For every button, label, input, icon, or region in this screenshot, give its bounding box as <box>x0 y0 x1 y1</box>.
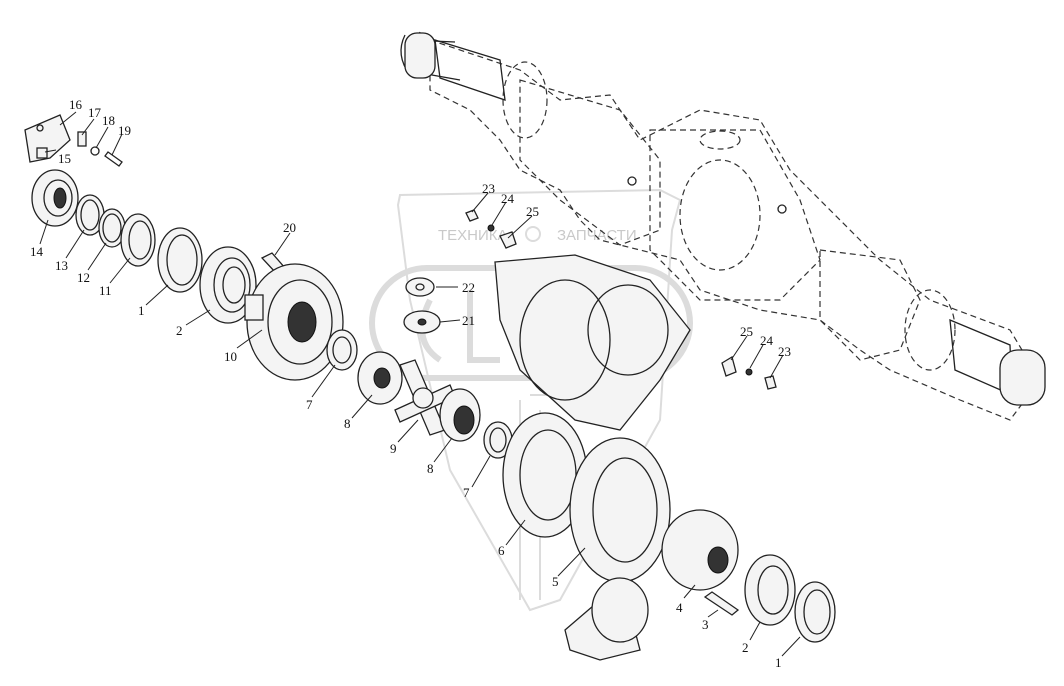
callout-13: 13 <box>55 258 68 273</box>
callout-8-left: 8 <box>344 416 351 431</box>
carrier-housing <box>494 254 691 431</box>
side-gear-left <box>357 351 403 405</box>
callout-5: 5 <box>552 574 559 589</box>
differential-case-half <box>244 263 344 381</box>
callout-17: 17 <box>88 105 102 120</box>
callout-12: 12 <box>77 270 90 285</box>
leader-lines <box>39 111 801 657</box>
callout-3: 3 <box>702 617 709 632</box>
callout-21: 21 <box>462 313 475 328</box>
side-gear-right <box>439 388 481 442</box>
callout-10: 10 <box>224 349 237 364</box>
washer-22 <box>405 277 435 297</box>
callout-7-right: 7 <box>463 485 470 500</box>
fasteners-top <box>465 209 517 249</box>
bearing-right <box>744 554 796 626</box>
callout-22: 22 <box>462 280 475 295</box>
callout-23-right: 23 <box>778 344 791 359</box>
callout-4: 4 <box>676 600 683 615</box>
bearing-cup-right <box>794 581 836 643</box>
drive-pinion <box>564 577 649 661</box>
callout-23-top: 23 <box>482 181 495 196</box>
callout-labels: 16 17 18 19 15 14 13 12 11 1 2 10 20 7 8… <box>30 97 791 670</box>
watermark-right-text: ЗАПЧАСТИ <box>557 227 637 244</box>
callout-20: 20 <box>283 220 296 235</box>
callout-1-right: 1 <box>775 655 782 670</box>
callout-2-left: 2 <box>176 323 183 338</box>
callout-25-top: 25 <box>526 204 539 219</box>
callout-14: 14 <box>30 244 44 259</box>
bearing-cup-left <box>157 227 203 293</box>
axle-housing <box>400 31 1046 421</box>
callout-19: 19 <box>118 123 131 138</box>
callout-15: 15 <box>58 151 71 166</box>
pinion-gear-21 <box>403 310 441 334</box>
fasteners-right <box>721 355 777 390</box>
watermark-left-text: ТЕХНИКА <box>438 227 508 244</box>
bolt-3 <box>703 591 740 616</box>
callout-6: 6 <box>498 543 505 558</box>
callout-1-left: 1 <box>138 303 145 318</box>
callout-7-left: 7 <box>306 397 313 412</box>
callout-2-right: 2 <box>742 640 749 655</box>
ring-gear <box>569 437 671 583</box>
callout-25-right: 25 <box>740 324 753 339</box>
lock-bracket <box>24 114 123 167</box>
callout-18: 18 <box>102 113 115 128</box>
differential-case-right <box>661 509 739 591</box>
spider <box>394 359 456 436</box>
callout-16: 16 <box>69 97 83 112</box>
washer-7-left <box>326 329 358 371</box>
callout-24-top: 24 <box>501 191 515 206</box>
callout-8-right: 8 <box>427 461 434 476</box>
ring-11 <box>120 213 156 267</box>
gear-icon <box>525 226 541 242</box>
adjusting-nut <box>31 169 79 227</box>
callout-24-right: 24 <box>760 333 774 348</box>
bearing-left <box>199 246 257 324</box>
callout-9: 9 <box>390 441 397 456</box>
callout-11: 11 <box>99 283 112 298</box>
